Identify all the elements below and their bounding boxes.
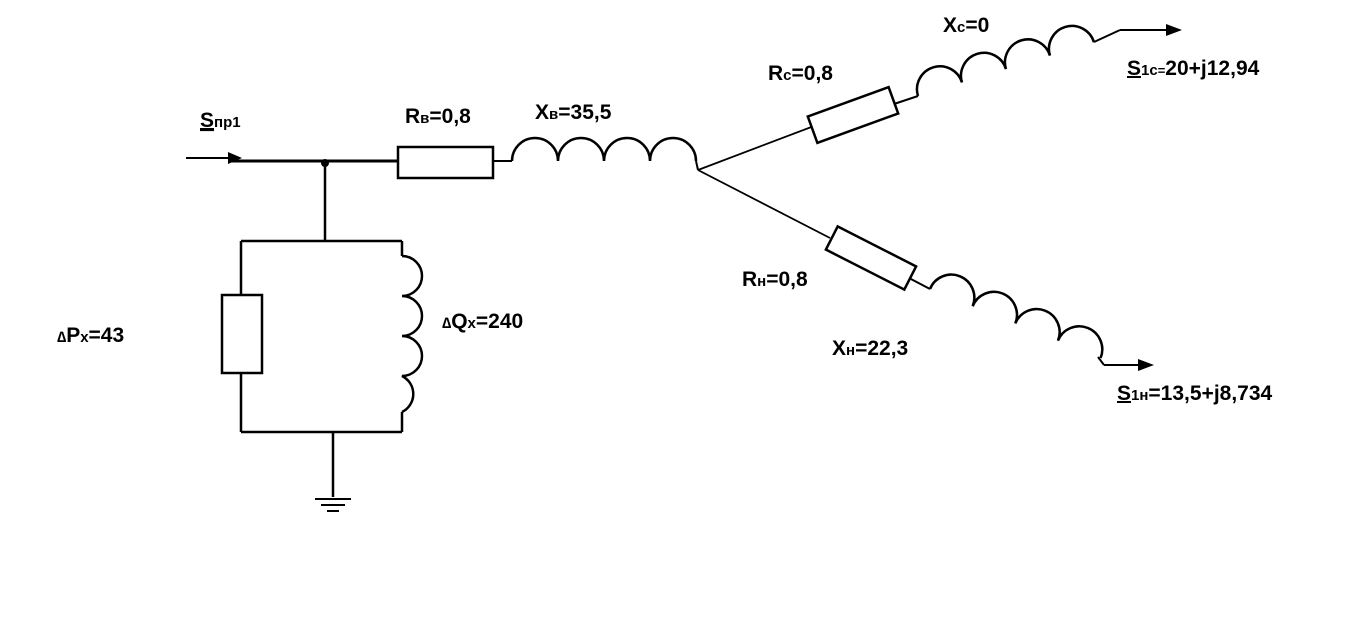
- label-xn: Xн=22,3: [832, 337, 908, 360]
- wire-rn-xn: [908, 277, 931, 290]
- wire-xb-node: [695, 160, 699, 171]
- label-rc: Rc=0,8: [768, 62, 833, 85]
- wire-node-rc: [697, 125, 815, 171]
- ground-icon: [315, 498, 351, 512]
- wire-rc-xc: [893, 95, 919, 105]
- inductor-xc: [915, 24, 1096, 97]
- output-c-arrow-icon: [1166, 24, 1182, 36]
- label-dqx: ∆Qx=240: [442, 310, 523, 333]
- label-s1n: S1н=13,5+j8,734: [1117, 382, 1273, 405]
- label-s1c: S1c=20+j12,94: [1127, 57, 1260, 80]
- label-dpx: ∆Px=43: [57, 324, 124, 347]
- label-rn: Rн=0,8: [742, 268, 808, 291]
- resistor-rb: [396, 145, 495, 180]
- inductor-xb: [510, 136, 698, 162]
- input-power-label: Sпр1: [200, 109, 241, 132]
- inductor-xn: [928, 273, 1104, 359]
- inductor-qx: [401, 254, 424, 414]
- resistor-rn: [824, 224, 918, 292]
- output-n-line: [1097, 356, 1105, 366]
- label-xc: Xc=0: [943, 14, 989, 37]
- resistor-rc: [806, 85, 900, 145]
- input-arrow-icon: [228, 152, 242, 164]
- output-c-line: [1093, 29, 1121, 43]
- resistor-px: [220, 293, 264, 375]
- label-rb: Rв=0,8: [405, 105, 471, 128]
- label-xb: Xв=35,5: [535, 101, 612, 124]
- wire-node-rn: [697, 169, 831, 239]
- output-n-arrow-icon: [1138, 359, 1154, 371]
